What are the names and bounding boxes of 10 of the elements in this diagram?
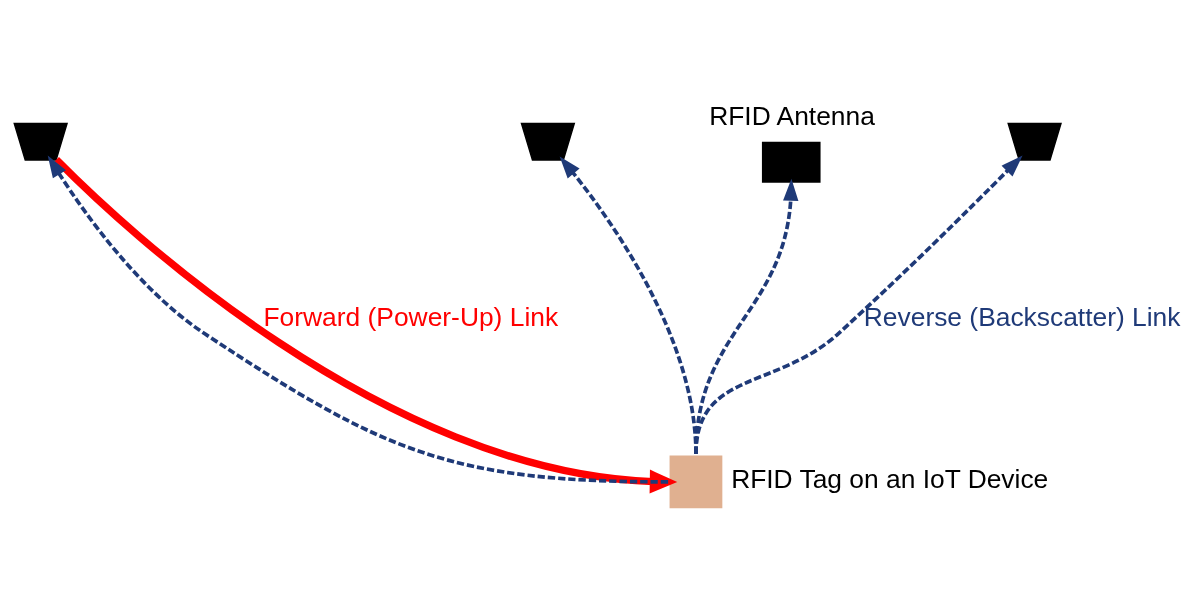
edge-label: Reverse (Backscatter) Link	[863, 301, 1181, 332]
arrow	[694, 155, 1023, 454]
node-label: RFID Tag on an IoT Device	[731, 463, 1049, 494]
node-antenna	[520, 122, 576, 161]
edge-label: Forward (Power-Up) Link	[263, 301, 559, 332]
node-chip	[669, 455, 723, 508]
node-antenna	[1007, 122, 1062, 161]
node-antenna	[761, 141, 821, 183]
node-antenna	[13, 122, 69, 161]
node-label: RFID Antenna	[709, 100, 875, 131]
